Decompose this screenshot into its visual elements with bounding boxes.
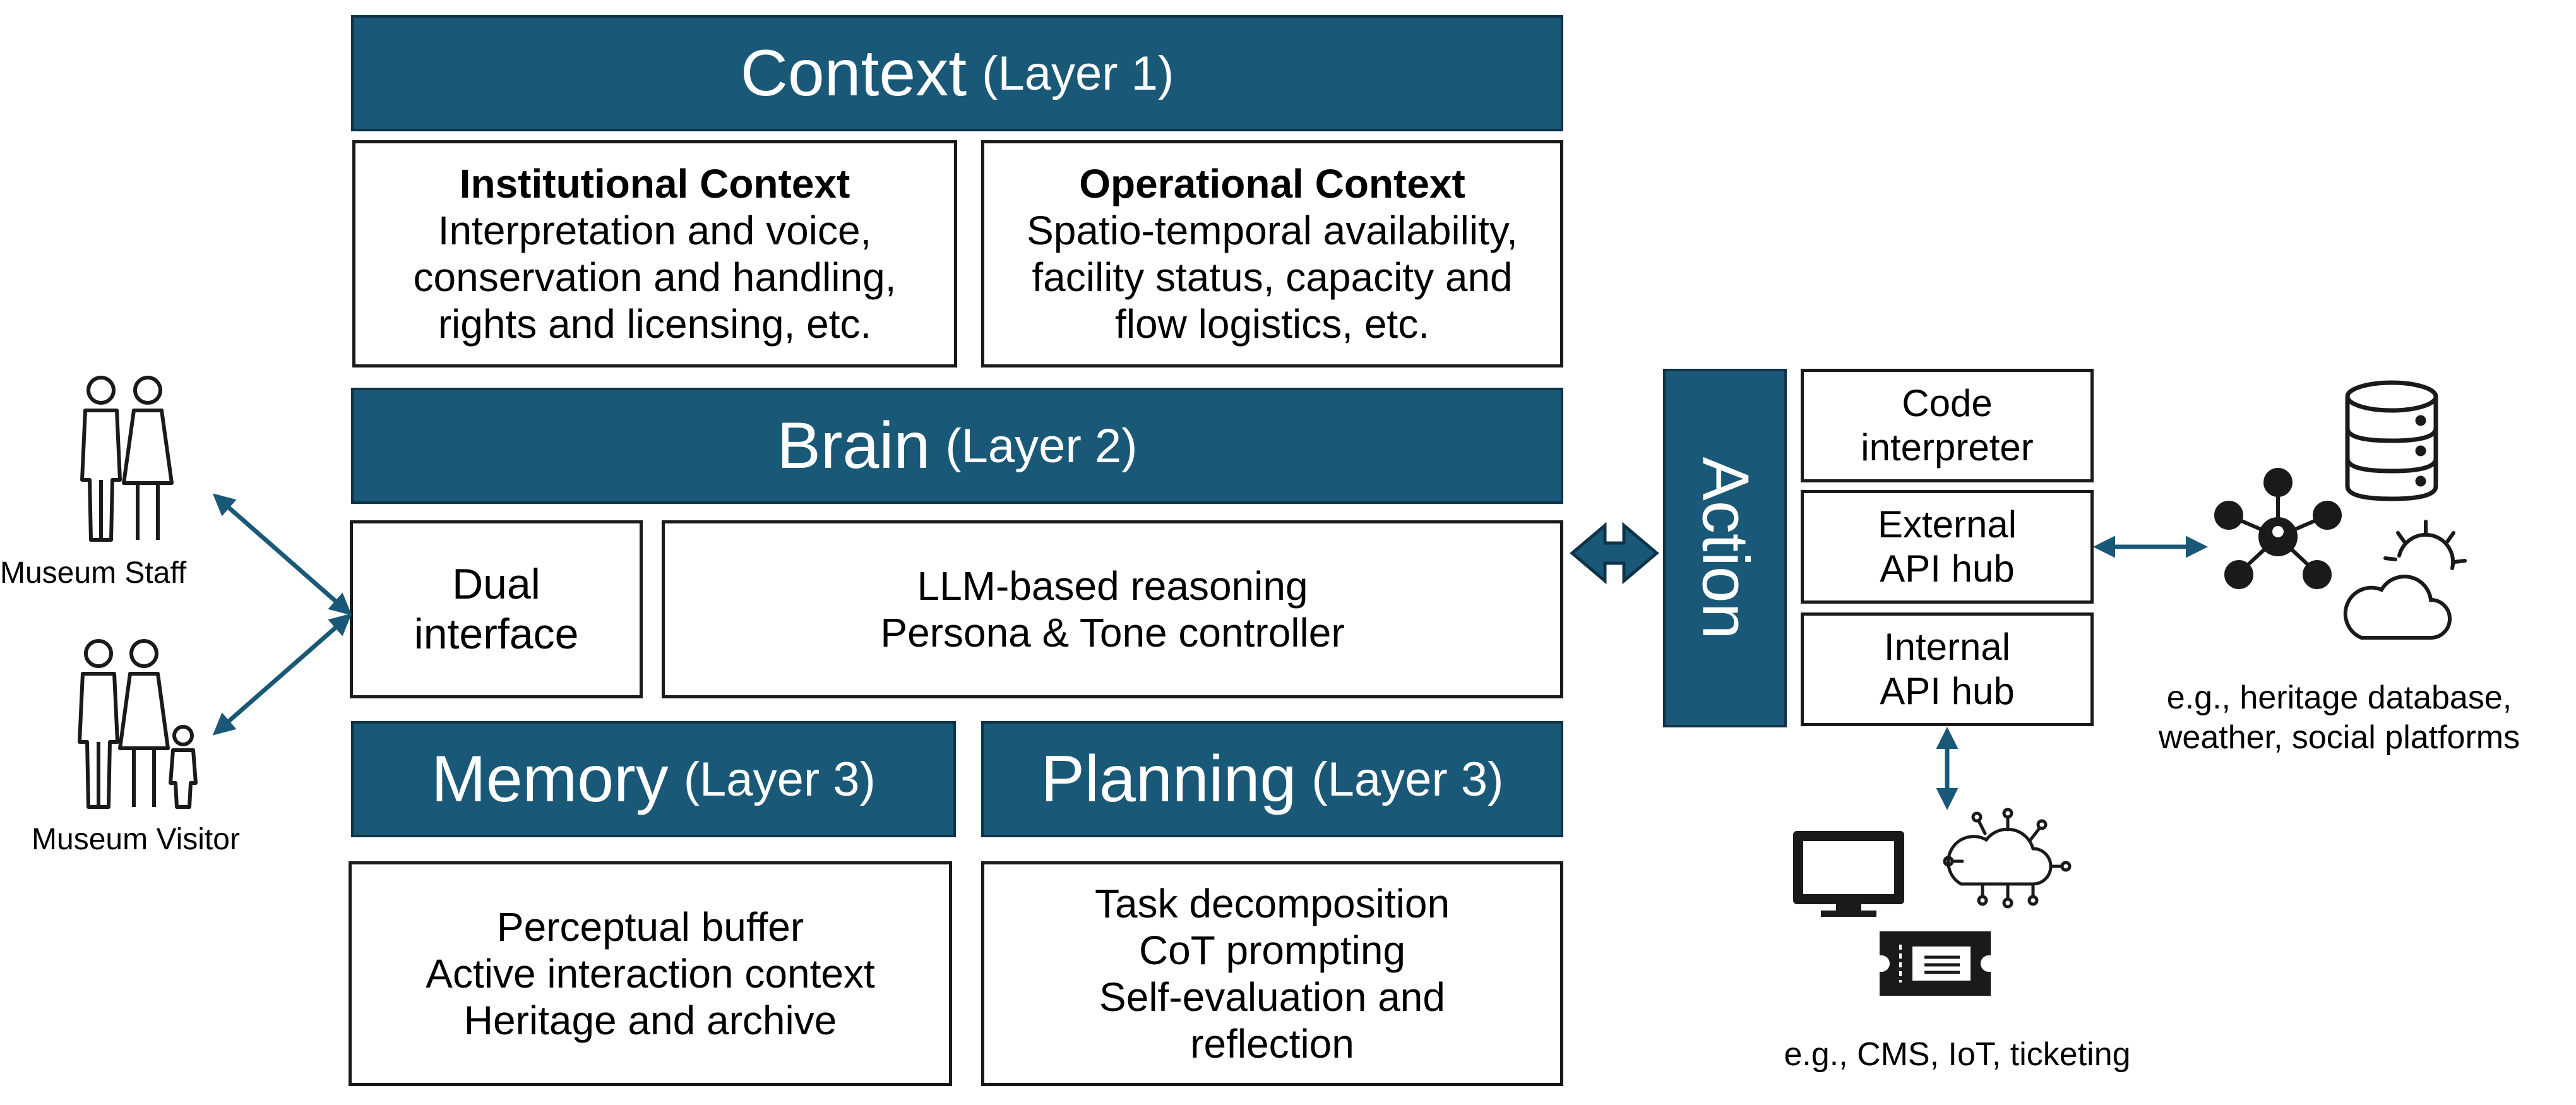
planning-title: Planning (1041, 742, 1297, 816)
dual-interface-line: Dual (452, 560, 540, 609)
memory-banner: Memory (Layer 3) (351, 721, 956, 837)
context-banner: Context (Layer 1) (351, 15, 1563, 131)
planning-banner: Planning (Layer 3) (981, 721, 1563, 837)
brain-action-arrow (1570, 522, 1659, 585)
staff-arrow (212, 493, 352, 616)
tool-label-line: API hub (1880, 670, 2015, 712)
memory-line: Active interaction context (426, 950, 875, 996)
tool-label-line: External (1877, 503, 2017, 546)
institutional-context-line: Interpretation and voice, (438, 207, 872, 253)
visitor-arrow (212, 613, 352, 736)
memory-line: Heritage and archive (463, 998, 837, 1044)
memory-layer-label: (Layer 3) (683, 752, 876, 806)
planning-line: Self-evaluation and (1099, 974, 1445, 1020)
dual-interface-line: interface (414, 610, 579, 658)
memory-box: Perceptual buffer Active interaction con… (349, 861, 952, 1086)
internal-api-hub-box: Internal API hub (1801, 612, 2094, 726)
context-title: Context (740, 36, 967, 110)
institutional-context-line: rights and licensing, etc. (438, 301, 872, 347)
reasoning-line: Persona & Tone controller (880, 610, 1345, 655)
monitor-icon (1793, 831, 1904, 917)
brain-banner: Brain (Layer 2) (351, 388, 1563, 504)
planning-box: Task decomposition CoT prompting Self-ev… (981, 861, 1563, 1086)
internal-services-caption: e.g., CMS, IoT, ticketing (1784, 1036, 2131, 1073)
reasoning-line: LLM-based reasoning (917, 563, 1308, 609)
planning-line: CoT prompting (1138, 927, 1406, 973)
tool-label-line: Internal (1883, 626, 2011, 669)
staff-couple-icon (80, 376, 174, 542)
institutional-context-heading: Institutional Context (459, 160, 850, 206)
context-layer-label: (Layer 1) (982, 46, 1174, 100)
network-hub-icon (2214, 468, 2342, 589)
planning-layer-label: (Layer 3) (1311, 752, 1504, 806)
operational-context-line: facility status, capacity and (1032, 254, 1513, 300)
memory-title: Memory (431, 742, 669, 816)
dual-interface-box: Dual interface (350, 520, 643, 698)
external-caption-line: e.g., heritage database, (2166, 679, 2512, 716)
planning-line: Task decomposition (1094, 880, 1450, 926)
reasoning-box: LLM-based reasoning Persona & Tone contr… (662, 520, 1563, 698)
external-api-hub-box: External API hub (1801, 490, 2094, 604)
operational-context-line: Spatio-temporal availability, (1027, 207, 1518, 253)
tool-label-line: interpreter (1861, 426, 2034, 469)
family-icon (78, 639, 198, 809)
memory-line: Perceptual buffer (496, 904, 804, 950)
code-interpreter-box: Code interpreter (1801, 369, 2094, 482)
operational-context-box: Operational Context Spatio-temporal avai… (981, 140, 1563, 367)
brain-layer-label: (Layer 2) (945, 419, 1138, 473)
database-icon (2345, 380, 2438, 501)
operational-context-line: flow logistics, etc. (1115, 301, 1429, 347)
cloud-iot-icon (1943, 808, 2072, 909)
external-services-caption: e.g., heritage database, weather, social… (2102, 678, 2576, 758)
brain-title: Brain (777, 409, 931, 482)
weather-icon (2343, 520, 2467, 640)
institutional-context-box: Institutional Context Interpretation and… (352, 140, 957, 367)
tool-label-line: API hub (1880, 547, 2015, 590)
operational-context-heading: Operational Context (1079, 160, 1465, 206)
ticket-icon (1880, 931, 1991, 996)
institutional-context-line: conservation and handling, (413, 254, 897, 300)
museum-visitor-label: Museum Visitor (32, 823, 240, 856)
tool-label-line: Code (1902, 382, 1993, 425)
external-caption-line: weather, social platforms (2158, 719, 2520, 756)
planning-line: reflection (1190, 1021, 1354, 1067)
action-bar: Action (1663, 369, 1787, 727)
